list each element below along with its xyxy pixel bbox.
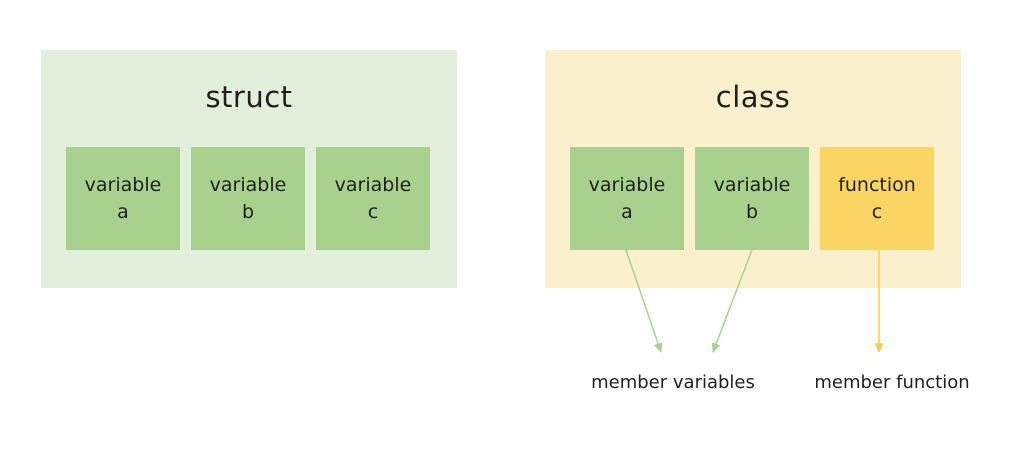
- class-panel: class variable a variable b function c: [545, 50, 961, 288]
- class-function-c-box: function c: [820, 147, 934, 250]
- struct-variable-c-box: variable c: [316, 147, 430, 250]
- struct-panel: struct variable a variable b variable c: [41, 50, 457, 288]
- class-panel-title: class: [715, 80, 791, 114]
- member-variables-label: member variables: [591, 372, 755, 393]
- class-variable-b-box: variable b: [695, 147, 809, 250]
- member-function-label: member function: [814, 372, 970, 393]
- struct-panel-title: struct: [205, 80, 293, 114]
- struct-variable-b-box: variable b: [191, 147, 305, 250]
- struct-variable-a-box: variable a: [66, 147, 180, 250]
- class-variable-a-box: variable a: [570, 147, 684, 250]
